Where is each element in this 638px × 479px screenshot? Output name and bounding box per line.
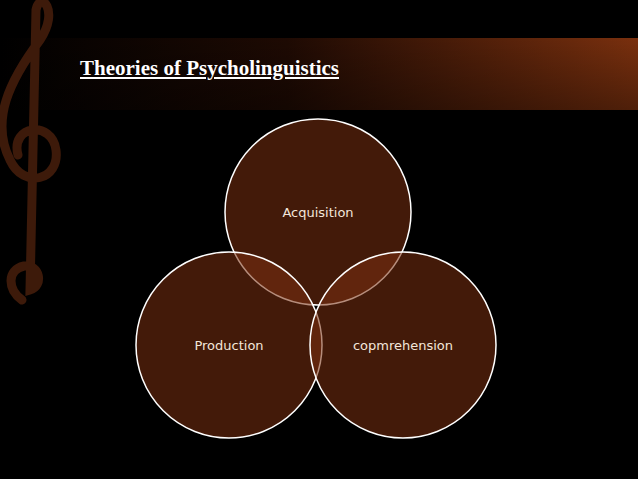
venn-circle: Production — [134, 250, 324, 440]
header-band — [0, 38, 638, 110]
slide-title: Theories of Psycholinguistics — [80, 56, 339, 81]
venn-circle: copmrehension — [308, 250, 498, 440]
treble-clef — [2, 2, 56, 300]
circle-label: Production — [194, 338, 263, 353]
circle-label: copmrehension — [353, 338, 453, 353]
circle-label: Acquisition — [282, 205, 353, 220]
